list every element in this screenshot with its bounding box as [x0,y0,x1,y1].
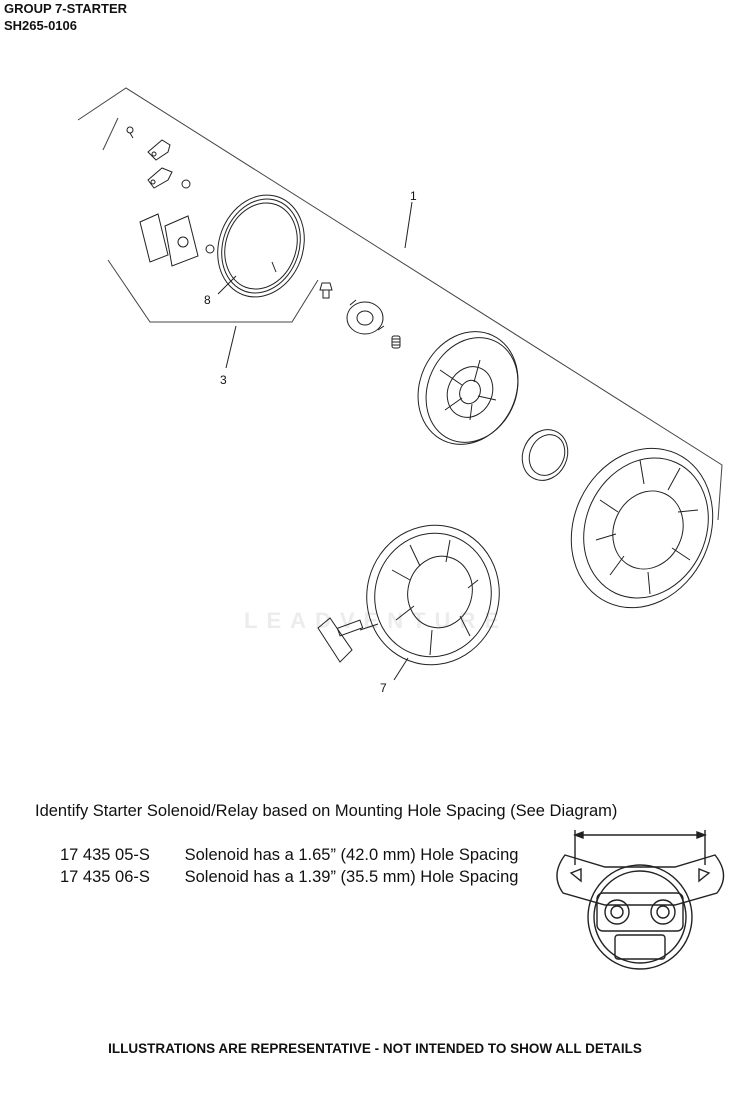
starter-cup-icon [570,447,714,609]
arrow-right-icon [696,830,707,840]
starter-handle-icon [317,617,364,663]
disclaimer-footer: ILLUSTRATIONS ARE REPRESENTATIVE - NOT I… [108,1041,642,1056]
page-header: GROUP 7-STARTER SH265-0106 [4,0,127,34]
callout-8: 8 [204,293,211,307]
hole-right-icon [698,867,711,883]
part-description: Solenoid has a 1.65” (42.0 mm) Hole Spac… [184,846,519,864]
leader-line-1 [404,201,413,249]
retainer-ring-icon [521,429,569,481]
watermark-text: LEADVENTURE [244,608,509,633]
part-description: Solenoid has a 1.39” (35.5 mm) Hole Spac… [184,868,519,886]
assembly-bracket-1 [77,87,723,521]
recoil-starter-icon [359,524,500,666]
pawl-lower-icon [147,167,173,189]
assembly-bracket-3 [107,259,319,323]
terminal-block [596,892,684,932]
leader-line-3 [225,325,237,369]
arrow-left-icon [573,830,584,840]
part-number: 17 435 06-S [60,868,150,886]
hole-left-icon [569,867,582,883]
diagram-code: SH265-0106 [4,18,77,33]
exploded-starter-diagram: 1 3 8 7 [77,87,723,695]
spring-small-icon [181,179,191,189]
callout-7: 7 [380,681,387,695]
pawl-upper-icon [147,139,171,161]
spring-cassette-icon [139,194,305,298]
screw-small-icon [126,126,134,139]
leader-line-8 [217,275,237,295]
solenoid-body [587,864,693,970]
pulley-icon [417,331,519,445]
bolt-icon [319,282,333,299]
group-title: GROUP 7-STARTER [4,1,128,16]
terminal-right-icon [650,899,676,925]
mounting-flange [556,854,725,906]
callout-3: 3 [220,373,227,387]
spring-coil-icon [391,335,401,349]
solenoid-note-title: Identify Starter Solenoid/Relay based on… [35,802,618,820]
solenoid-hole-spacing-diagram [556,830,725,970]
terminal-left-icon [604,899,630,925]
solenoid-row: 17 435 06-S Solenoid has a 1.39” (35.5 m… [60,868,518,887]
ratchet-icon [346,299,385,335]
leader-line-7 [393,657,409,681]
solenoid-row: 17 435 05-S Solenoid has a 1.65” (42.0 m… [60,846,518,865]
part-number: 17 435 05-S [60,846,150,864]
pawl-bracket [102,117,119,151]
callout-1: 1 [410,189,417,203]
